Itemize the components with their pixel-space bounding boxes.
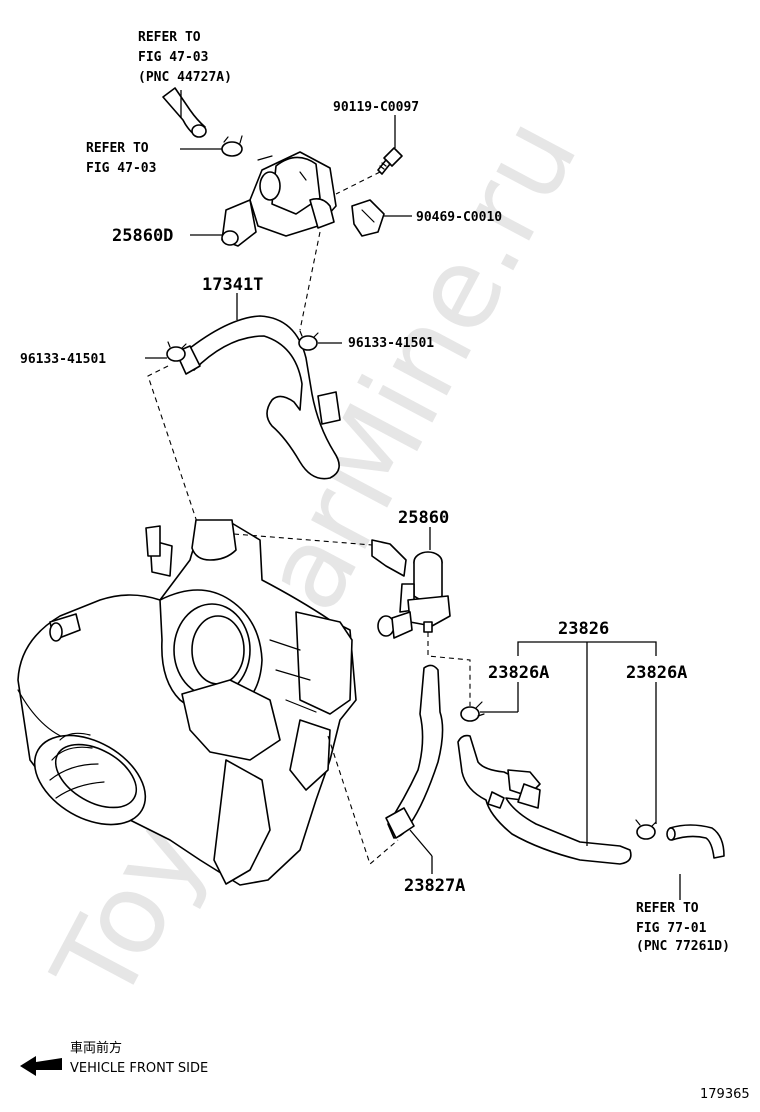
label-ref-top: REFER TO FIG 47-03 (PNC 44727A) xyxy=(138,30,232,85)
ref-top-line3: (PNC 44727A) xyxy=(138,70,232,85)
label-bolt: 90119-C0097 xyxy=(333,100,419,115)
small-clamp-icon[interactable] xyxy=(221,135,243,157)
label-clip: 90469-C0010 xyxy=(416,210,502,225)
legend-english: VEHICLE FRONT SIDE xyxy=(70,1061,208,1076)
hose-clamp-23826a-right-icon[interactable] xyxy=(635,819,657,840)
label-clamp-right: 96133-41501 xyxy=(348,336,434,351)
dash-hose-engine xyxy=(147,365,199,526)
label-ref-mid: REFER TO FIG 47-03 xyxy=(86,141,156,176)
ref-bottom-line3: (PNC 77261D) xyxy=(636,939,730,954)
ref-mid-line2: FIG 47-03 xyxy=(86,161,156,176)
label-hose-top: 17341T xyxy=(202,275,263,295)
label-valve-mid: 25860 xyxy=(398,508,449,528)
leader-hose-bottom xyxy=(409,829,433,857)
label-ref-bottom: REFER TO FIG 77-01 (PNC 77261D) xyxy=(636,901,730,954)
ref-mid-line1: REFER TO xyxy=(86,141,149,156)
hose-clamp-23826a-left-icon[interactable] xyxy=(460,701,485,722)
clip-icon[interactable] xyxy=(351,199,385,237)
label-hose-group: 23826 xyxy=(558,619,609,639)
ref-top-line1: REFER TO xyxy=(138,30,201,45)
hose-clamp-right-icon[interactable] xyxy=(298,330,319,351)
ref-bottom-line1: REFER TO xyxy=(636,901,699,916)
dash-vsv-hose xyxy=(299,231,321,331)
hose-23826[interactable] xyxy=(457,734,632,865)
legend-japanese: 車両前方 xyxy=(70,1040,122,1056)
dash-bolt-vsv xyxy=(335,171,381,195)
label-hose-bottom: 23827A xyxy=(404,876,465,896)
dash-valve-hose xyxy=(427,632,471,706)
bolt-icon[interactable] xyxy=(377,147,403,175)
hose-stub-bottom[interactable] xyxy=(666,824,725,859)
label-clamp-a-left: 23826A xyxy=(488,663,549,683)
hose-stub-top[interactable] xyxy=(162,87,207,138)
vehicle-front-legend: 車両前方 VEHICLE FRONT SIDE xyxy=(20,1040,208,1076)
vsv-25860[interactable] xyxy=(371,539,451,639)
hose-clamp-left-icon[interactable] xyxy=(166,341,187,362)
diagram-id: 179365 xyxy=(700,1087,750,1102)
throttle-body-assembly xyxy=(17,519,357,886)
ref-bottom-line2: FIG 77-01 xyxy=(636,921,707,936)
vsv-25860d[interactable] xyxy=(221,151,337,247)
label-clamp-a-right: 23826A xyxy=(626,663,687,683)
hose-23827a[interactable] xyxy=(385,664,444,839)
label-valve-top: 25860D xyxy=(112,226,173,246)
ref-top-line2: FIG 47-03 xyxy=(138,50,208,65)
front-arrow-icon xyxy=(20,1056,62,1076)
label-clamp-left: 96133-41501 xyxy=(20,352,106,367)
dash-engine-hose xyxy=(327,735,399,865)
